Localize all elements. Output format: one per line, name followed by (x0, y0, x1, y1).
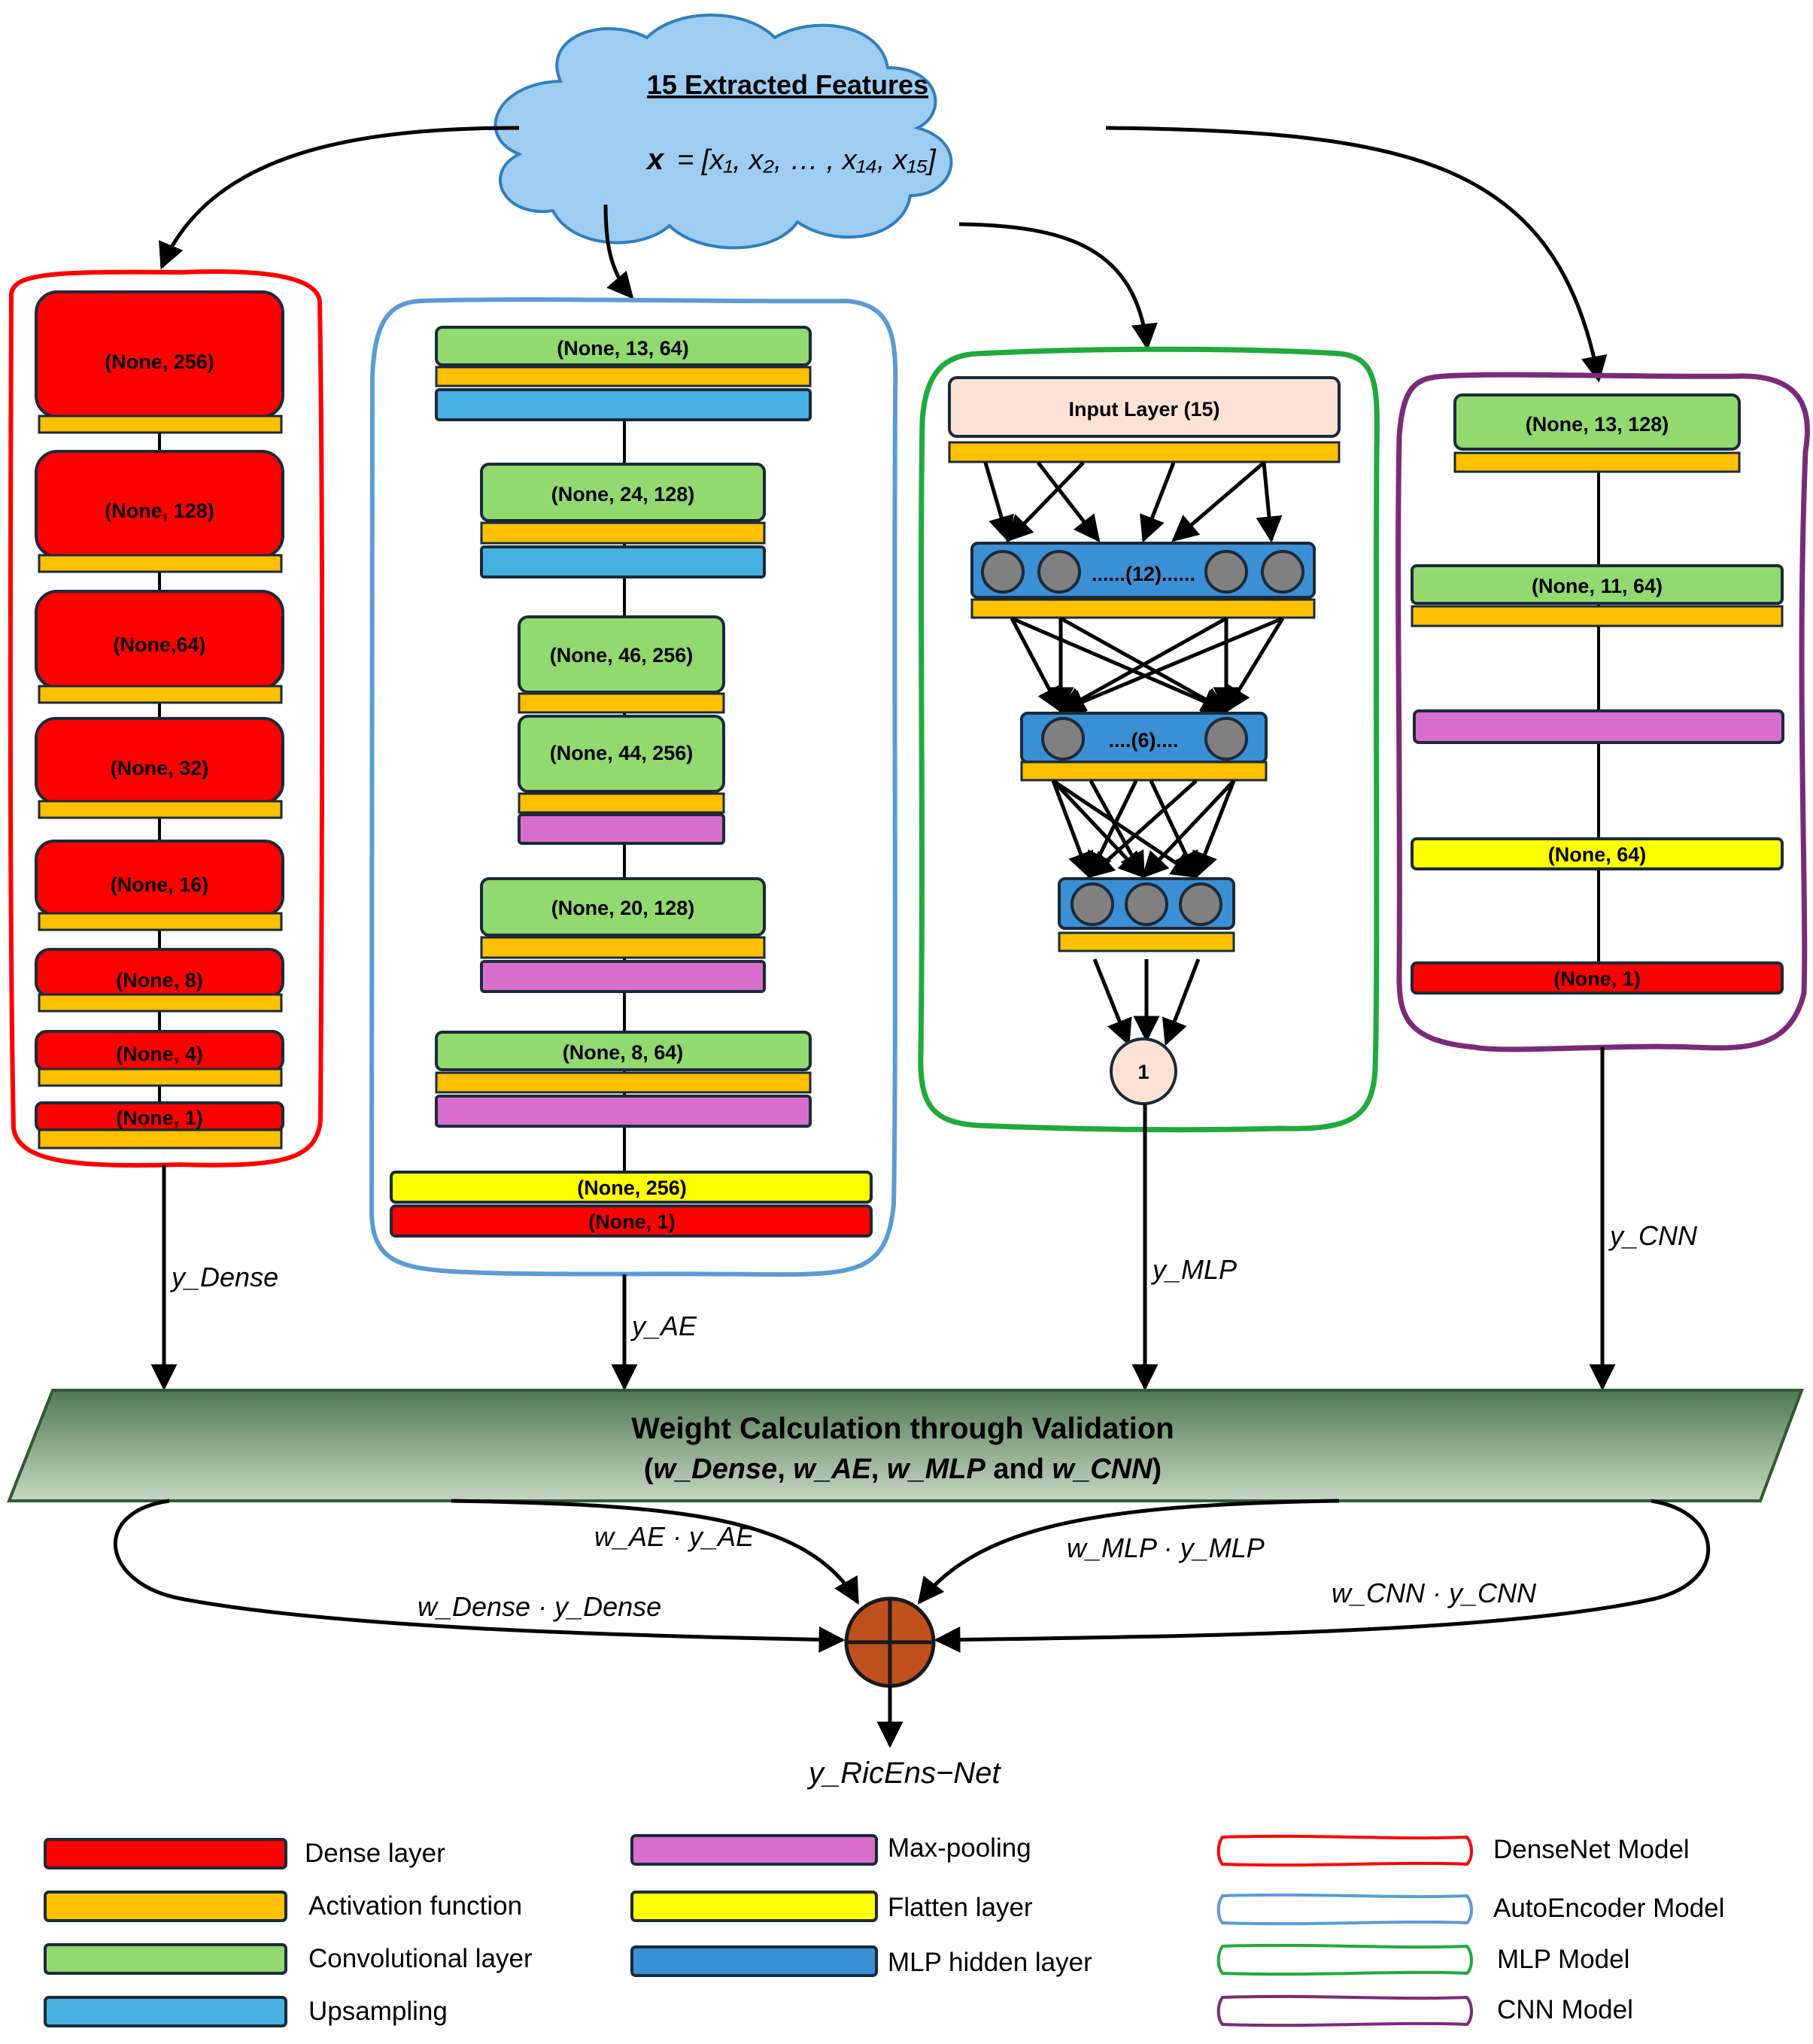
mlp-hidden1-label: ......(12)...... (1092, 563, 1195, 585)
dense-layer-label: (None, 256) (105, 351, 214, 373)
legend-cnn-model-label: CNN Model (1497, 1995, 1633, 2024)
mlp-output-node: 1 (1137, 1061, 1149, 1083)
dense-layer-label: (None, 8) (116, 969, 203, 992)
final-output-label: y_RicEns−Net (806, 1757, 1001, 1790)
weight-calculation-block: Weight Calculation through Validation (w… (7, 1389, 1804, 1502)
weight-title: Weight Calculation through Validation (631, 1412, 1174, 1445)
ae-layer-label: (None, 13, 64) (557, 337, 689, 360)
cnn-layer-label: (None, 64) (1548, 843, 1647, 866)
product-mlp-label: w_MLP · y_MLP (1067, 1532, 1265, 1563)
dense-layer-label: (None,64) (113, 633, 205, 656)
mlp-input-label: Input Layer (15) (1068, 398, 1219, 421)
dense-layer-label: (None, 4) (116, 1043, 203, 1065)
y-dense-label: y_Dense (169, 1262, 278, 1292)
mlp-connections-1 (983, 461, 1283, 543)
ae-layer-label: (None, 8, 64) (563, 1041, 684, 1064)
cnn-model: (None, 13, 128) (None, 11, 64) (None, 64… (1395, 372, 1810, 1052)
legend-upsampling-label: Upsampling (308, 1997, 448, 2026)
cnn-layer-label: (None, 11, 64) (1532, 575, 1663, 597)
legend-densenet-label: DenseNet Model (1493, 1835, 1690, 1864)
legend-autoencoder-label: AutoEncoder Model (1493, 1894, 1724, 1923)
product-ae-label: w_AE · y_AE (594, 1521, 755, 1552)
dense-layer-label: (None, 1) (116, 1107, 203, 1129)
features-cloud: 15 Extracted Features x = [x₁, x₂, … , x… (493, 14, 953, 250)
features-title: 15 Extracted Features (647, 69, 928, 100)
ae-layer-label: (None, 20, 128) (551, 897, 695, 919)
legend-conv-label: Convolutional layer (308, 1944, 533, 1973)
product-cnn-label: w_CNN · y_CNN (1332, 1578, 1537, 1608)
ae-layer-label: (None, 24, 128) (551, 483, 695, 506)
combination-curves (113, 1499, 1711, 1654)
ae-layer-label: (None, 44, 256) (550, 742, 694, 764)
cloud-arrows (159, 126, 1608, 383)
y-cnn-label: y_CNN (1608, 1220, 1698, 1251)
autoencoder-model: (None, 13, 64) (None, 24, 128) (None, 46… (369, 297, 898, 1277)
legend-flatten-label: Flatten layer (888, 1893, 1033, 1922)
dense-layer-label: (None, 32) (111, 757, 209, 779)
ae-layer-label: (None, 256) (577, 1177, 687, 1199)
legend-activation-label: Activation function (308, 1891, 522, 1921)
legend-mlp-hidden-label: MLP hidden layer (888, 1948, 1092, 1977)
weight-subtitle: (w_Dense, w_AE, w_MLP and w_CNN) (644, 1453, 1162, 1485)
legend-dense-label: Dense layer (305, 1839, 445, 1868)
legend-maxpool-label: Max-pooling (888, 1833, 1031, 1863)
product-dense-label: w_Dense · y_Dense (418, 1591, 661, 1622)
sum-node (844, 1596, 936, 1688)
dense-layer-label: (None, 128) (105, 500, 214, 522)
legend: Dense layer Activation function Convolut… (44, 1833, 1724, 2027)
legend-mlp-model-label: MLP Model (1497, 1945, 1629, 1974)
cnn-layer-label: (None, 13, 128) (1526, 413, 1669, 436)
mlp-connections-3 (1051, 779, 1236, 879)
ae-layer-label: (None, 1) (588, 1210, 676, 1233)
ae-layer-label: (None, 46, 256) (550, 644, 694, 667)
densenet-model: (None, 256) (None, 128) (None,64) (None,… (8, 269, 325, 1168)
mlp-model: Input Layer (15) ......(12)...... (918, 346, 1380, 1133)
y-ae-label: y_AE (630, 1311, 697, 1341)
cnn-layer-label: (None, 1) (1553, 967, 1641, 990)
feature-vector: = [x₁, x₂, … , x₁₄, x₁₅] (677, 144, 937, 176)
dense-layer-label: (None, 16) (111, 873, 209, 896)
y-mlp-label: y_MLP (1150, 1254, 1237, 1285)
mlp-connections-2 (1010, 616, 1285, 715)
feature-vector-symbol: x (645, 143, 665, 176)
mlp-connections-out (1092, 958, 1201, 1046)
model-output-arrows (150, 1047, 1616, 1391)
mlp-hidden2-label: ....(6).... (1108, 729, 1178, 752)
